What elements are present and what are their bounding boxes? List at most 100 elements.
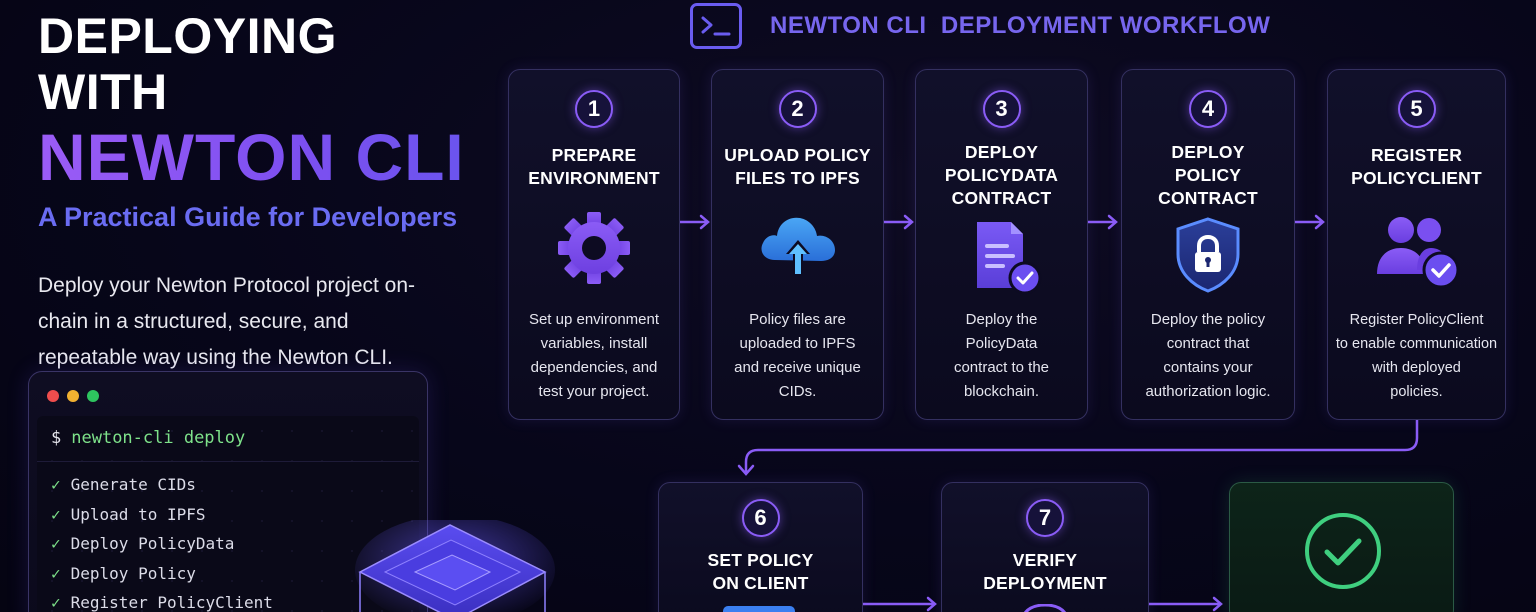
step-desc-line: PolicyData xyxy=(965,335,1038,352)
step-desc-line: Deploy the xyxy=(965,311,1038,328)
workflow-header: NEWTON CLI DEPLOYMENT WORKFLOW xyxy=(690,2,1270,50)
step-desc-line: blockchain. xyxy=(963,383,1040,400)
check-icon: ✓ xyxy=(51,475,61,494)
terminal-output-line: ✓ Deploy PolicyData xyxy=(51,529,273,559)
step-title-line: DEPLOY xyxy=(1171,142,1245,162)
terminal-step-text: Register PolicyClient xyxy=(70,593,273,612)
step-desc-line: policies. xyxy=(1390,384,1443,400)
step-description: Register PolicyClient to enable communic… xyxy=(1334,308,1499,404)
step-title: REGISTER POLICYCLIENT xyxy=(1332,144,1501,190)
hero-title-line1: DEPLOYING WITH xyxy=(38,8,337,120)
step-title-line: CONTRACT xyxy=(1158,188,1258,208)
step-title-line: SET POLICY xyxy=(707,550,814,570)
minimize-dot-icon xyxy=(67,390,79,402)
terminal-output-line: ✓Deploy Policy xyxy=(51,559,273,589)
workflow-step-card-5: 5 REGISTER POLICYCLIENT Register PolicyC… xyxy=(1327,69,1506,420)
step-title: UPLOAD POLICY FILES TO IPFS xyxy=(716,144,879,190)
flow-arrow-icon xyxy=(1088,214,1118,230)
flow-arrow-icon xyxy=(1295,214,1325,230)
terminal-step-text: Upload to IPFS xyxy=(70,504,206,524)
step-desc-line: variables, install xyxy=(540,335,648,352)
step-title-line: DEPLOY xyxy=(964,142,1039,162)
step-desc-line: to enable communication xyxy=(1335,336,1498,352)
step-title-line: POLICY xyxy=(1174,165,1242,185)
terminal-window: $ newton-cli deploy ✓ Generate CIDs ✓ Uploa… xyxy=(28,371,428,612)
window-controls xyxy=(47,390,99,402)
hero-section: DEPLOYING WITH NEWTON CLI A Practical Gu… xyxy=(38,8,478,376)
step-title-line: VERIFY xyxy=(1012,550,1078,570)
step-number-badge: 4 xyxy=(1189,90,1227,128)
workflow-step-card-4: 4 DEPLOY POLICY CONTRACT Deploy the poli… xyxy=(1121,69,1295,420)
hero-title-line2: NEWTON CLI xyxy=(38,122,478,192)
flow-arrow-icon xyxy=(863,596,937,612)
maximize-dot-icon xyxy=(87,390,99,402)
flow-arrow-icon xyxy=(884,214,914,230)
step-title-line: POLICYCLIENT xyxy=(1351,168,1482,188)
success-check-icon xyxy=(1305,513,1381,589)
step-title: DEPLOY POLICYDATA CONTRACT xyxy=(920,141,1083,210)
terminal-divider xyxy=(37,461,419,462)
shield-lock-icon xyxy=(1176,217,1240,293)
step-desc-line: test your project. xyxy=(538,383,650,400)
flow-arrow-icon xyxy=(1149,596,1223,612)
flow-arrow-icon xyxy=(680,214,710,230)
step-description: Policy files are uploaded to IPFS and re… xyxy=(718,308,877,404)
terminal-prompt: $ xyxy=(51,428,62,448)
client-link-icon xyxy=(722,606,795,612)
step-desc-line: authorization logic. xyxy=(1145,383,1271,400)
check-icon: ✓ xyxy=(51,593,61,612)
step-title-line: DEPLOYMENT xyxy=(983,573,1107,593)
terminal-step-text: Deploy PolicyData xyxy=(70,534,235,553)
step-desc-line: uploaded to IPFS xyxy=(739,335,856,352)
gear-icon xyxy=(558,212,630,284)
step-title-line: POLICYDATA xyxy=(944,165,1059,185)
terminal-prompt-icon xyxy=(690,3,742,49)
terminal-command: newton-cli deploy xyxy=(71,428,246,448)
document-check-icon xyxy=(976,222,1041,295)
step-desc-line: contract to the xyxy=(953,359,1050,376)
workflow-step-card-7: 7 VERIFY DEPLOYMENT xyxy=(941,482,1149,612)
step-desc-line: CIDs. xyxy=(778,383,817,400)
terminal-body: $ newton-cli deploy ✓ Generate CIDs ✓ Uploa… xyxy=(37,416,419,612)
step-desc-line: dependencies, and xyxy=(530,359,658,376)
check-icon: ✓ xyxy=(51,504,61,524)
workflow-step-card-3: 3 DEPLOY POLICYDATA CONTRACT Deploy the … xyxy=(915,69,1088,420)
verify-icon xyxy=(1024,604,1066,612)
step-desc-line: Register PolicyClient xyxy=(1349,312,1484,328)
step-number-badge: 6 xyxy=(741,499,780,537)
step-desc-line: Deploy the policy xyxy=(1150,311,1266,328)
step-title-line: ON CLIENT xyxy=(712,573,809,593)
users-check-icon xyxy=(1376,217,1459,289)
step-description: Deploy the policy contract that contains… xyxy=(1128,308,1288,404)
glowing-cube-icon xyxy=(355,520,555,612)
step-desc-line: and receive unique xyxy=(734,359,861,376)
step-title: SET POLICY ON CLIENT xyxy=(663,549,858,595)
step-title: DEPLOY POLICY CONTRACT xyxy=(1126,141,1290,210)
step-description: Set up environment variables, install de… xyxy=(515,308,673,404)
check-icon: ✓ xyxy=(51,534,61,553)
step-desc-line: Set up environment xyxy=(528,311,660,328)
terminal-step-text: Generate CIDs xyxy=(70,475,196,494)
step-desc-line: with deployed xyxy=(1372,360,1461,376)
step-title-line: CONTRACT xyxy=(951,188,1052,208)
step-number-badge: 7 xyxy=(1026,499,1064,537)
step-number-badge: 1 xyxy=(575,90,613,128)
check-icon: ✓ xyxy=(51,563,61,583)
step-title-line: UPLOAD POLICY xyxy=(724,145,871,165)
step-number-badge: 2 xyxy=(778,90,817,128)
workflow-title: NEWTON CLI DEPLOYMENT WORKFLOW xyxy=(770,12,1271,39)
hero-subtitle: A Practical Guide for Developers xyxy=(38,202,458,232)
workflow-step-card-2: 2 UPLOAD POLICY FILES TO IPFS Policy fil… xyxy=(711,69,884,420)
terminal-command-line: $ newton-cli deploy xyxy=(51,428,245,448)
step-desc-line: contains your xyxy=(1163,359,1253,376)
step-title: VERIFY DEPLOYMENT xyxy=(946,549,1144,595)
step-number-badge: 5 xyxy=(1397,90,1436,128)
step-desc-line: contract that xyxy=(1166,335,1250,352)
terminal-output: ✓Generate CIDs ✓Upload to IPFS ✓Deploy P… xyxy=(51,470,273,612)
flow-connector-icon xyxy=(737,420,1419,476)
terminal-output-line: ✓ Register PolicyClient xyxy=(51,588,273,612)
step-title-line: PREPARE xyxy=(551,145,637,165)
terminal-output-line: ✓ Generate CIDs xyxy=(51,470,273,500)
hero-description: Deploy your Newton Protocol project on-c… xyxy=(38,274,416,369)
terminal-output-line: ✓ Upload to IPFS xyxy=(51,500,273,530)
